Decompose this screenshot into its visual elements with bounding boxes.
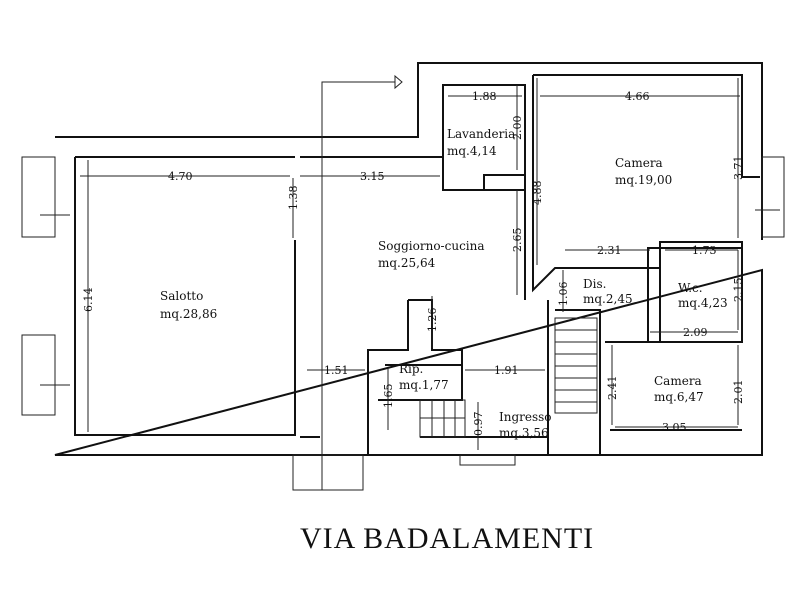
room-name-salotto: Salotto bbox=[160, 289, 203, 303]
dim-soggiorno-width: 3.15 bbox=[360, 170, 385, 183]
room-area-lavanderia: mq.4,14 bbox=[447, 144, 497, 158]
dim-wc-width-top: 1.73 bbox=[692, 244, 717, 257]
dim-dis-depth: 1.06 bbox=[557, 282, 570, 307]
dim-ingresso-width: 1.91 bbox=[494, 364, 519, 377]
dim-camera-depth: 3.71 bbox=[732, 156, 745, 181]
room-area-ingresso: mq.3,56 bbox=[499, 426, 549, 440]
room-name-wc: W.c. bbox=[678, 281, 703, 295]
staircase bbox=[419, 317, 598, 438]
room-area-wc: mq.4,23 bbox=[678, 296, 728, 310]
dim-wc-width-bottom: 2.09 bbox=[683, 326, 708, 339]
dim-wall-gap: 1.26 bbox=[426, 308, 439, 333]
dim-rip-depth: 1.65 bbox=[382, 384, 395, 409]
dim-ingresso-depth: 0.97 bbox=[472, 412, 485, 437]
dim-wc-depth: 2.15 bbox=[732, 278, 745, 303]
room-name-rip: Rip. bbox=[399, 362, 423, 376]
section-line bbox=[321, 74, 403, 490]
dim-dis-width: 2.31 bbox=[597, 244, 622, 257]
room-name-camera-grande: Camera bbox=[615, 156, 663, 170]
room-name-lavanderia: Lavanderia bbox=[447, 127, 515, 141]
room-name-dis: Dis. bbox=[583, 277, 606, 291]
street-label: VIA BADALAMENTI bbox=[300, 522, 594, 555]
dim-soggiorno-depth: 2.65 bbox=[511, 228, 524, 253]
dimension-lines bbox=[80, 78, 740, 450]
room-area-rip: mq.1,77 bbox=[399, 378, 449, 392]
dim-camera-small-width: 3.05 bbox=[662, 421, 687, 434]
outer-walls bbox=[54, 62, 763, 456]
dim-camera-width: 4.66 bbox=[625, 90, 650, 103]
room-area-camera-piccola: mq.6,47 bbox=[654, 390, 704, 404]
dim-corridor-width: 1.51 bbox=[324, 364, 349, 377]
dim-pillar-gap: 1.38 bbox=[287, 186, 300, 211]
dim-camera-small-depth-right: 2.01 bbox=[732, 380, 745, 405]
inner-walls bbox=[300, 84, 743, 455]
windows bbox=[21, 156, 785, 491]
room-area-salotto: mq.28,86 bbox=[160, 307, 217, 321]
room-area-camera-grande: mq.19,00 bbox=[615, 173, 672, 187]
dimension-labels: 4.70 6.14 1.38 3.15 1.88 2.00 2.65 4.66 … bbox=[82, 90, 745, 436]
room-name-camera-piccola: Camera bbox=[654, 374, 702, 388]
room-name-ingresso: Ingresso bbox=[499, 410, 552, 424]
room-name-soggiorno: Soggiorno-cucina bbox=[378, 239, 485, 253]
dim-salotto-depth: 6.14 bbox=[82, 288, 95, 313]
room-area-dis: mq.2,45 bbox=[583, 292, 633, 306]
room-area-soggiorno: mq.25,64 bbox=[378, 256, 436, 270]
dim-salotto-width: 4.70 bbox=[168, 170, 193, 183]
dim-lavanderia-depth: 2.00 bbox=[511, 116, 524, 141]
dim-camera-small-depth-left: 2.41 bbox=[606, 376, 619, 401]
dim-camera-total-depth: 4.88 bbox=[531, 181, 544, 206]
dim-lavanderia-width: 1.88 bbox=[472, 90, 497, 103]
